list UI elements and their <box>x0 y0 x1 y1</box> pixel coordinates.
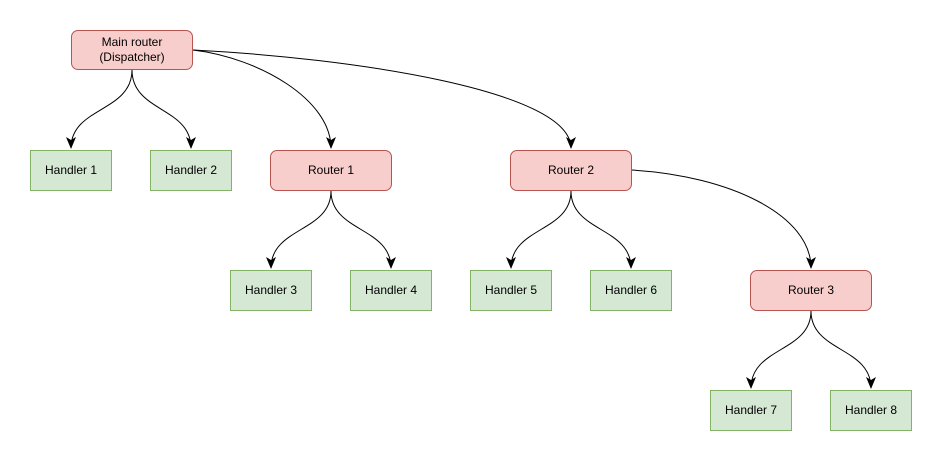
edge-router-2-to-handler-5 <box>506 190 572 269</box>
edge-router-2-to-handler-6 <box>570 190 636 269</box>
edge-router-1-to-handler-4 <box>330 190 396 269</box>
node-handler-6: Handler 6 <box>590 270 672 311</box>
node-main-router: Main router (Dispatcher) <box>71 30 193 70</box>
edge-router-3-to-handler-7 <box>746 310 812 389</box>
node-router-1-label: Router 1 <box>307 163 355 177</box>
node-handler-6-label: Handler 6 <box>604 283 658 297</box>
edge-main-router-to-handler-1 <box>66 69 133 149</box>
node-router-3: Router 3 <box>750 270 872 311</box>
edge-main-router-to-router-1 <box>192 49 336 149</box>
node-router-1: Router 1 <box>270 150 392 191</box>
node-handler-8: Handler 8 <box>830 390 912 431</box>
edge-main-router-to-handler-2 <box>131 69 196 149</box>
node-handler-4: Handler 4 <box>350 270 432 311</box>
node-handler-3: Handler 3 <box>230 270 312 311</box>
node-handler-7: Handler 7 <box>710 390 792 431</box>
node-handler-8-label: Handler 8 <box>844 403 898 417</box>
edge-router-3-to-handler-8 <box>810 310 876 389</box>
node-handler-5-label: Handler 5 <box>484 283 538 297</box>
node-handler-1-label: Handler 1 <box>44 163 98 177</box>
node-handler-2-label: Handler 2 <box>164 163 218 177</box>
node-handler-4-label: Handler 4 <box>364 283 418 297</box>
node-handler-2: Handler 2 <box>150 150 232 191</box>
node-handler-1: Handler 1 <box>30 150 112 191</box>
edge-router-1-to-handler-3 <box>266 190 332 269</box>
node-main-router-label: Main router (Dispatcher) <box>99 35 165 64</box>
edge-main-router-to-router-2 <box>192 49 576 149</box>
node-handler-5: Handler 5 <box>470 270 552 311</box>
node-router-3-label: Router 3 <box>787 283 835 297</box>
node-router-2-label: Router 2 <box>547 163 595 177</box>
node-router-2: Router 2 <box>510 150 632 191</box>
node-handler-3-label: Handler 3 <box>244 283 298 297</box>
edge-router-2-to-router-3 <box>631 169 816 269</box>
node-handler-7-label: Handler 7 <box>724 403 778 417</box>
